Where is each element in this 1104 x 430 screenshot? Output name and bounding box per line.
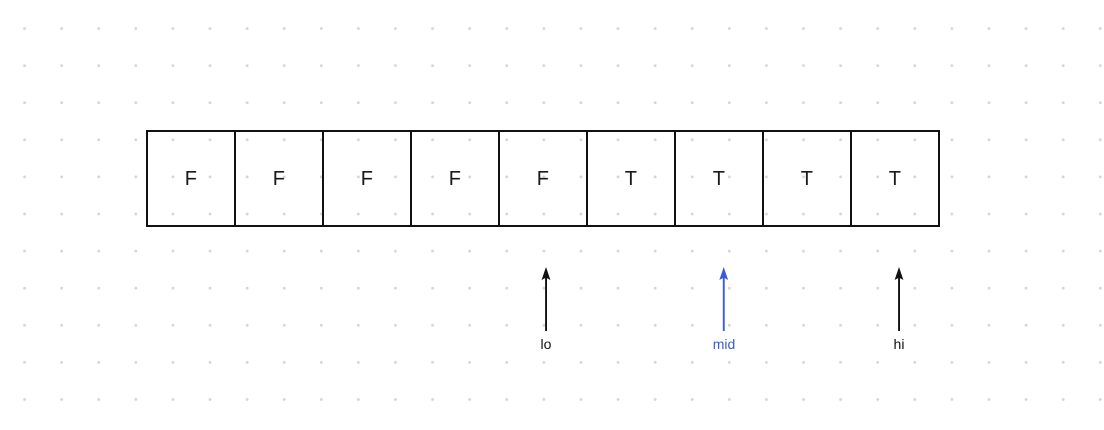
array-cell: F — [148, 132, 236, 225]
pointer-lo: lo — [539, 267, 553, 351]
array-cell: F — [500, 132, 588, 225]
array-cell: T — [764, 132, 852, 225]
pointer-label-mid: mid — [712, 336, 736, 352]
array-cell: F — [324, 132, 412, 225]
array-cell: T — [588, 132, 676, 225]
array-cell: T — [888, 167, 902, 190]
array-cell: F — [412, 132, 500, 225]
arrow-up-icon — [894, 267, 904, 331]
pointer-hi: hi — [892, 267, 906, 351]
array-cell: F — [236, 132, 324, 225]
pointer-mid: mid — [712, 267, 736, 352]
pointer-label-lo: lo — [540, 336, 552, 352]
pointer-label-hi: hi — [893, 336, 905, 352]
array-cell: T — [676, 132, 764, 225]
arrow-up-icon — [541, 267, 551, 331]
arrow-up-icon — [719, 267, 729, 331]
